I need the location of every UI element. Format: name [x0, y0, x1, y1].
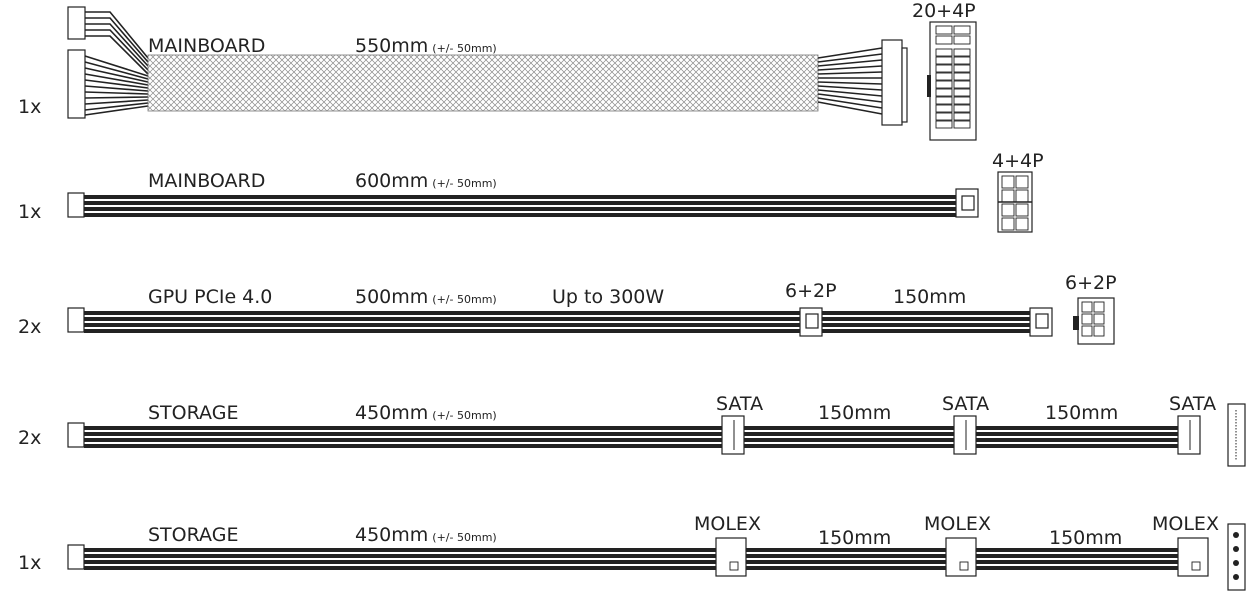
cable-name: STORAGE — [148, 402, 238, 424]
cable-length: 450mm(+/- 50mm) — [355, 524, 497, 546]
connector-label: 20+4P — [912, 0, 976, 22]
braided-sleeve — [147, 54, 819, 112]
cable-bundle-segment — [744, 426, 954, 448]
cable-bundle — [84, 195, 956, 217]
cable-bundle-segment — [976, 426, 1178, 448]
mid-connector-label: 6+2P — [785, 280, 837, 302]
connector-label: 4+4P — [992, 150, 1044, 172]
sata-plug-1 — [721, 415, 745, 455]
psu-plug — [67, 307, 85, 333]
end-plug-lip — [901, 47, 908, 123]
end-plug-latch — [961, 195, 975, 211]
cable-row-storage-sata: 2x STORAGE 450mm(+/- 50mm) SA — [18, 393, 1246, 467]
quantity-label: 1x — [18, 201, 41, 223]
mid-plug-latch — [805, 313, 819, 329]
cable-length: 550mm(+/- 50mm) — [355, 35, 497, 57]
psu-plug — [67, 422, 85, 448]
segment-length: 150mm — [1049, 527, 1122, 549]
segment-length: 150mm — [893, 286, 966, 308]
cable-row-mainboard-24pin: 1x — [18, 0, 977, 141]
connector-label: SATA — [1169, 393, 1216, 415]
quantity-label: 2x — [18, 316, 41, 338]
cable-row-storage-molex: 1x S — [18, 513, 1246, 591]
cable-length: 600mm(+/- 50mm) — [355, 170, 497, 192]
end-fan-wires — [817, 47, 883, 115]
psu-plug-small — [67, 6, 86, 40]
mid-connector-label: SATA — [716, 393, 763, 415]
mid-connector-label: MOLEX — [924, 513, 991, 535]
molex-pins — [1233, 532, 1239, 580]
cable-bundle — [84, 548, 716, 570]
molex-connector-face — [1227, 523, 1246, 591]
atx-24pin-cells — [927, 25, 971, 129]
cable-bundle — [84, 311, 800, 333]
end-plug — [881, 39, 903, 126]
cable-name: GPU PCIe 4.0 — [148, 286, 272, 308]
cable-row-gpu-pcie: 2x GPU PCIe 4.0 500mm(+/- 50mm) Up to 30… — [18, 272, 1117, 345]
psu-fan-wires — [84, 11, 149, 116]
segment-length: 150mm — [1045, 402, 1118, 424]
cable-name: STORAGE — [148, 524, 238, 546]
quantity-label: 1x — [18, 552, 41, 574]
sata-plug-2 — [953, 415, 977, 455]
cable-length: 500mm(+/- 50mm) — [355, 286, 497, 308]
end-plug-latch — [1035, 313, 1049, 329]
segment-length: 150mm — [818, 402, 891, 424]
psu-plug — [67, 192, 85, 218]
cable-length: 450mm(+/- 50mm) — [355, 402, 497, 424]
cable-name: MAINBOARD — [148, 35, 265, 57]
pcie-8pin-cells — [1073, 301, 1105, 337]
power-note: Up to 300W — [552, 286, 664, 308]
cable-bundle-segment — [976, 548, 1178, 570]
sata-plug-3 — [1177, 415, 1201, 455]
connector-label: MOLEX — [1152, 513, 1219, 535]
mid-connector-label: SATA — [942, 393, 989, 415]
quantity-label: 1x — [18, 96, 41, 118]
cable-bundle — [84, 426, 722, 448]
cable-bundle-segment — [746, 548, 946, 570]
segment-length: 150mm — [818, 527, 891, 549]
psu-plug — [67, 544, 85, 570]
cable-row-mainboard-cpu: 1x MAINBOARD 600mm(+/- 50mm) 4+4P — [18, 150, 1044, 233]
connector-label: 6+2P — [1065, 272, 1117, 294]
quantity-label: 2x — [18, 427, 41, 449]
cable-name: MAINBOARD — [148, 170, 265, 192]
cpu-8pin-cells — [998, 175, 1032, 231]
psu-plug-large — [67, 49, 86, 119]
mid-connector-label: MOLEX — [694, 513, 761, 535]
cable-bundle-segment — [822, 311, 1030, 333]
